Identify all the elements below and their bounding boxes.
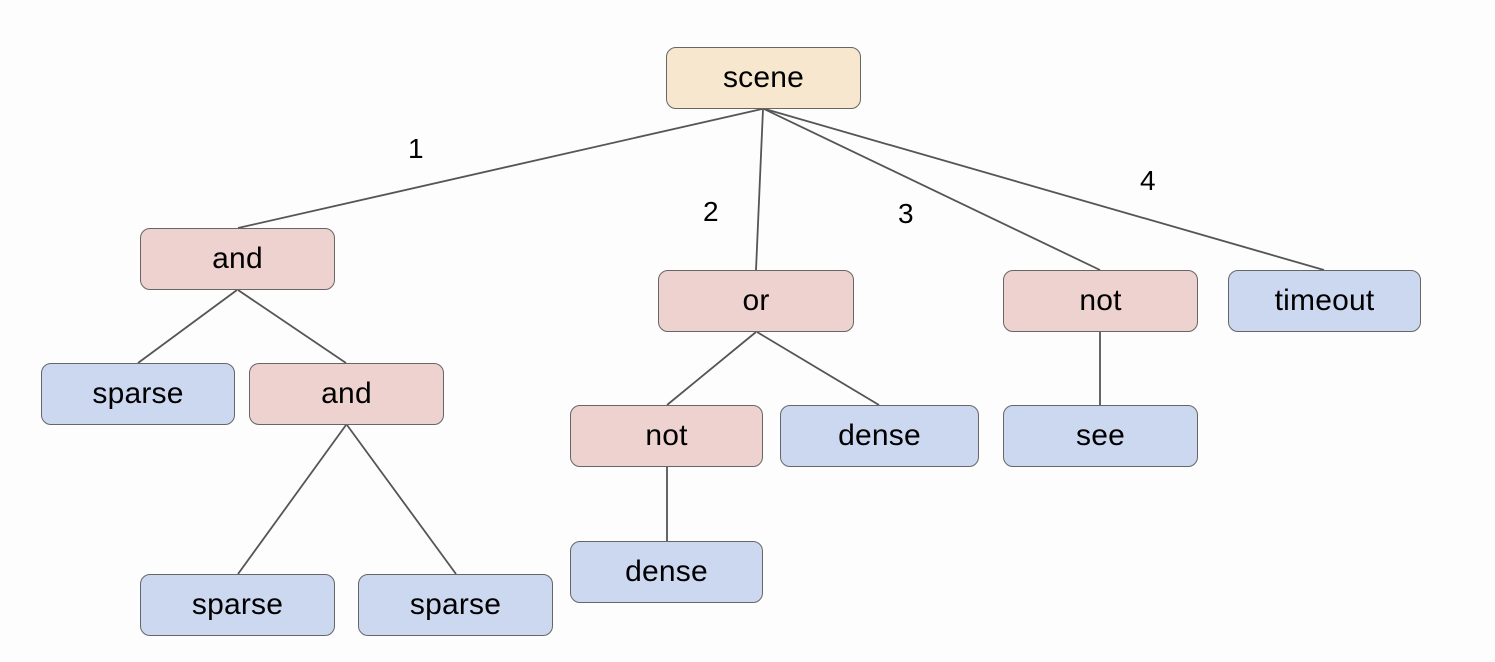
tree-node-label: dense (625, 555, 708, 588)
tree-node-see1[interactable]: see (1003, 405, 1198, 467)
edge-label-2: 2 (703, 196, 719, 227)
tree-edge-scene-to-timeout1 (764, 108, 1325, 271)
tree-node-scene[interactable]: scene (666, 47, 861, 109)
edge-label-3: 3 (898, 198, 914, 229)
tree-node-timeout1[interactable]: timeout (1228, 270, 1421, 332)
tree-node-dense1[interactable]: dense (780, 405, 979, 467)
tree-node-label: sparse (191, 588, 284, 621)
tree-node-and1[interactable]: and (140, 228, 335, 290)
tree-node-label: sparse (92, 377, 184, 410)
tree-node-label: dense (838, 419, 921, 452)
tree-edge-scene-to-and1 (237, 108, 763, 229)
tree-node-not2[interactable]: not (570, 405, 763, 467)
tree-node-label: not (1079, 284, 1122, 317)
tree-node-label: not (645, 419, 688, 452)
tree-edge-or1-to-not2 (666, 331, 757, 406)
tree-node-label: timeout (1274, 284, 1375, 317)
tree-edge-and1-to-sparse1 (137, 289, 238, 364)
tree-node-sparse1[interactable]: sparse (41, 363, 235, 425)
tree-node-sparse2[interactable]: sparse (140, 574, 335, 636)
tree-edge-scene-to-or1 (755, 108, 764, 271)
tree-node-label: and (212, 242, 263, 275)
tree-node-label: or (742, 284, 770, 317)
edge-label-4: 4 (1140, 165, 1156, 196)
tree-edge-scene-to-not1 (763, 108, 1101, 271)
tree-edge-or1-to-dense1 (756, 331, 880, 406)
tree-edge-and1-to-and2 (237, 289, 347, 364)
tree-node-sparse3[interactable]: sparse (358, 574, 553, 636)
tree-edge-and2-to-sparse2 (237, 424, 347, 575)
tree-node-label: scene (722, 61, 805, 94)
tree-node-not1[interactable]: not (1003, 270, 1198, 332)
tree-node-or1[interactable]: or (658, 270, 854, 332)
tree-node-dense2[interactable]: dense (570, 541, 763, 603)
tree-node-label: and (321, 377, 372, 410)
tree-node-label: sparse (409, 588, 502, 621)
edge-label-1: 1 (408, 133, 424, 164)
tree-node-and2[interactable]: and (249, 363, 444, 425)
tree-edge-and2-to-sparse3 (346, 424, 457, 575)
tree-node-label: see (1076, 419, 1125, 452)
